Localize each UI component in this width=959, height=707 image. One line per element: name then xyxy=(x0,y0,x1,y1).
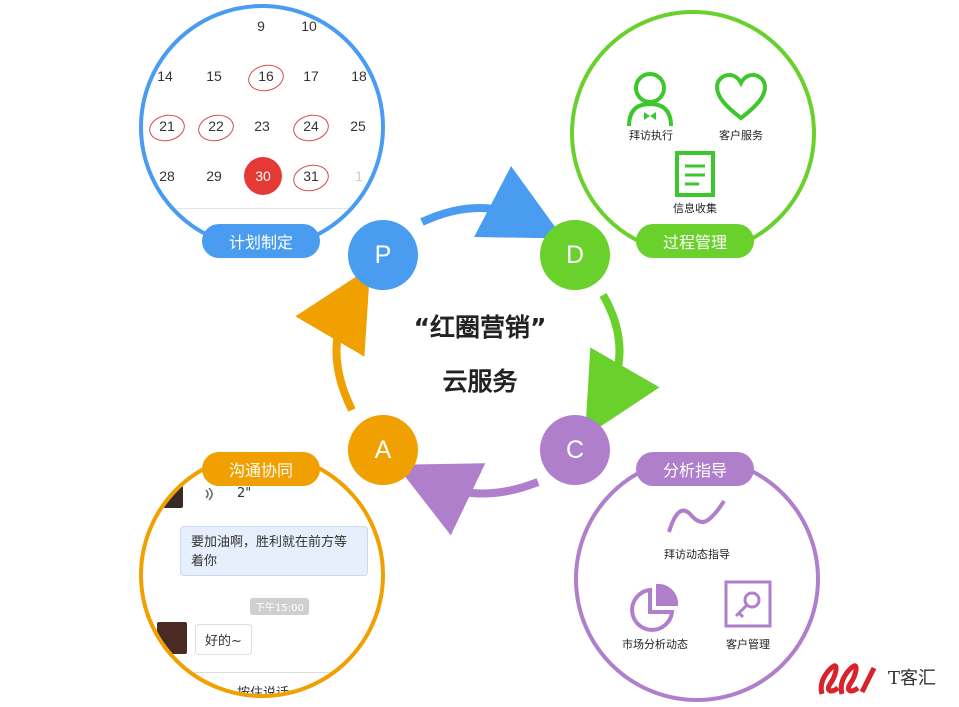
document-icon xyxy=(675,151,715,197)
avatar xyxy=(163,486,183,508)
market-analysis-label: 市场分析动态 xyxy=(622,638,688,651)
cal-day: 29 xyxy=(206,168,222,184)
plan-circle: 9 10 14 15 16 17 18 21 22 23 24 25 28 29… xyxy=(139,4,385,250)
voice-duration: 2" xyxy=(237,486,252,501)
chat-time: 下午15:00 xyxy=(250,598,309,615)
voice-icon xyxy=(205,487,213,501)
person-icon xyxy=(627,72,673,127)
cal-day: 16 xyxy=(258,68,274,84)
trend-wave-icon xyxy=(667,499,726,533)
logo-mark-icon xyxy=(818,663,877,695)
communication-circle: 2" 要加油啊，胜利就在前方等着你 下午15:00 好的~ 按住说话 xyxy=(139,452,385,698)
customer-service-label: 客户服务 xyxy=(719,129,763,142)
pie-chart-icon xyxy=(630,583,679,632)
cal-day: 25 xyxy=(350,118,366,134)
cal-today-marker xyxy=(244,157,282,195)
cal-day: 9 xyxy=(257,18,265,34)
cal-day: 1 xyxy=(355,168,363,184)
cal-day: 23 xyxy=(254,118,270,134)
cal-day: 17 xyxy=(303,68,319,84)
logo-text: T客汇 xyxy=(888,668,937,689)
chat-reply: 好的~ xyxy=(195,624,252,655)
cal-day: 10 xyxy=(301,18,317,34)
communication-label: 沟通协同 xyxy=(202,452,320,486)
cal-day: 24 xyxy=(303,118,319,134)
cal-day: 14 xyxy=(157,68,173,84)
center-subtitle: 云服务 xyxy=(442,367,518,396)
analysis-circle: 拜访动态指导 市场分析动态 客户管理 xyxy=(574,456,820,702)
cal-day: 31 xyxy=(303,168,319,184)
arrow-d-to-c xyxy=(585,292,660,437)
cal-day: 28 xyxy=(159,168,175,184)
cal-day: 21 xyxy=(159,118,175,134)
cal-today: 30 xyxy=(255,168,271,184)
info-collect-label: 信息收集 xyxy=(673,202,717,215)
plan-label: 计划制定 xyxy=(202,224,320,258)
heart-icon xyxy=(714,72,768,121)
visit-guide-label: 拜访动态指导 xyxy=(664,548,730,561)
analysis-label: 分析指导 xyxy=(636,452,754,486)
chat-message: 要加油啊，胜利就在前方等着你 xyxy=(180,526,368,576)
process-circle: 拜访执行 客户服务 信息收集 xyxy=(570,10,816,256)
node-p: P xyxy=(348,220,418,290)
cal-day: 22 xyxy=(208,118,224,134)
node-a: A xyxy=(348,415,418,485)
divider xyxy=(143,672,381,673)
divider xyxy=(143,208,381,209)
hold-to-talk-button[interactable]: 按住说话 xyxy=(236,686,289,698)
customer-manage-label: 客户管理 xyxy=(726,638,770,651)
cal-day: 15 xyxy=(206,68,222,84)
avatar xyxy=(157,622,187,654)
key-box-icon xyxy=(724,580,772,628)
arrow-c-to-a xyxy=(395,463,540,536)
arrow-a-to-p xyxy=(295,267,371,412)
node-c: C xyxy=(540,415,610,485)
node-d: D xyxy=(540,220,610,290)
visit-exec-label: 拜访执行 xyxy=(629,129,673,142)
cal-day: 18 xyxy=(351,68,367,84)
center-title: “红圈营销” xyxy=(413,313,547,342)
arrow-p-to-d xyxy=(420,166,564,239)
process-label: 过程管理 xyxy=(636,224,754,258)
